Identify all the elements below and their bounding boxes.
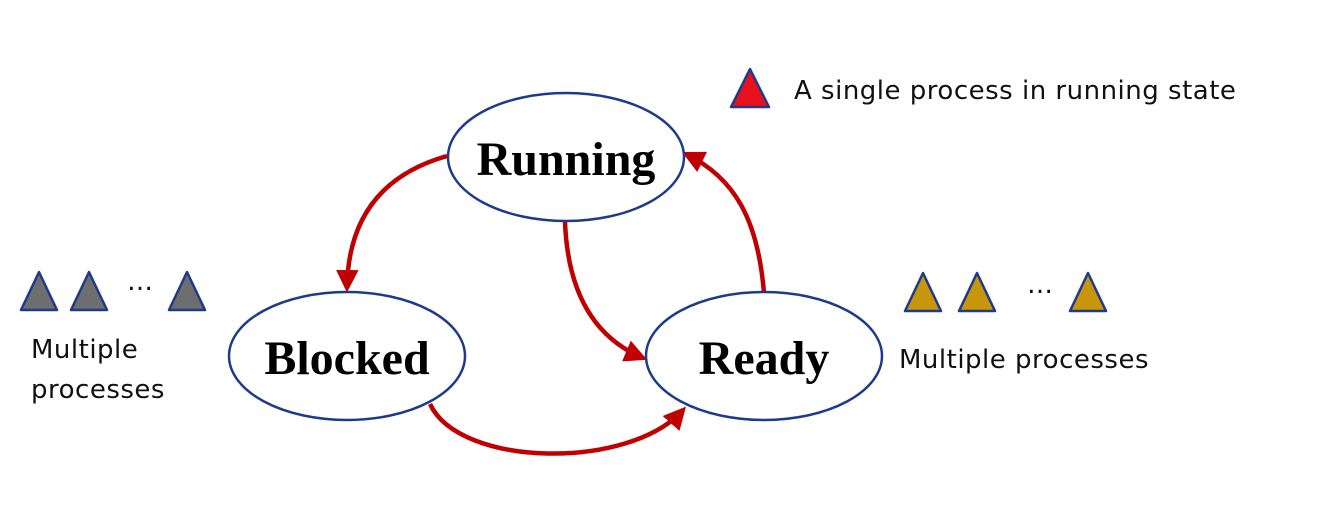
ready-process-triangle-icon <box>957 271 997 313</box>
ready-queue-caption: Multiple processes <box>899 345 1149 375</box>
state-blocked: Blocked <box>227 290 467 422</box>
state-running: Running <box>446 91 686 223</box>
state-ready-label: Ready <box>699 332 830 385</box>
ready-process-triangle-icon <box>903 271 943 313</box>
blocked-queue-caption-line2: processes <box>31 375 165 405</box>
blocked-queue-ellipsis: … <box>127 267 153 297</box>
running-process-triangle-icon <box>729 67 771 109</box>
arrow-running-to-ready <box>562 221 648 362</box>
arrow-ready-to-running <box>681 151 767 294</box>
ready-queue-ellipsis: … <box>1027 270 1053 300</box>
blocked-queue: … Multiple processes <box>19 267 207 405</box>
legend: A single process in running state <box>729 67 1236 109</box>
ready-queue: … Multiple processes <box>899 270 1149 375</box>
state-blocked-label: Blocked <box>264 332 430 385</box>
state-ready: Ready <box>644 290 884 422</box>
blocked-process-triangle-icon <box>167 270 207 312</box>
arrow-blocked-to-ready <box>427 403 686 456</box>
ready-process-triangle-icon <box>1068 271 1108 313</box>
state-running-label: Running <box>477 133 656 186</box>
arrow-running-to-blocked <box>336 153 448 293</box>
blocked-process-triangle-icon <box>69 270 109 312</box>
legend-label: A single process in running state <box>794 76 1236 106</box>
blocked-queue-caption-line1: Multiple <box>31 335 138 365</box>
blocked-process-triangle-icon <box>19 270 59 312</box>
